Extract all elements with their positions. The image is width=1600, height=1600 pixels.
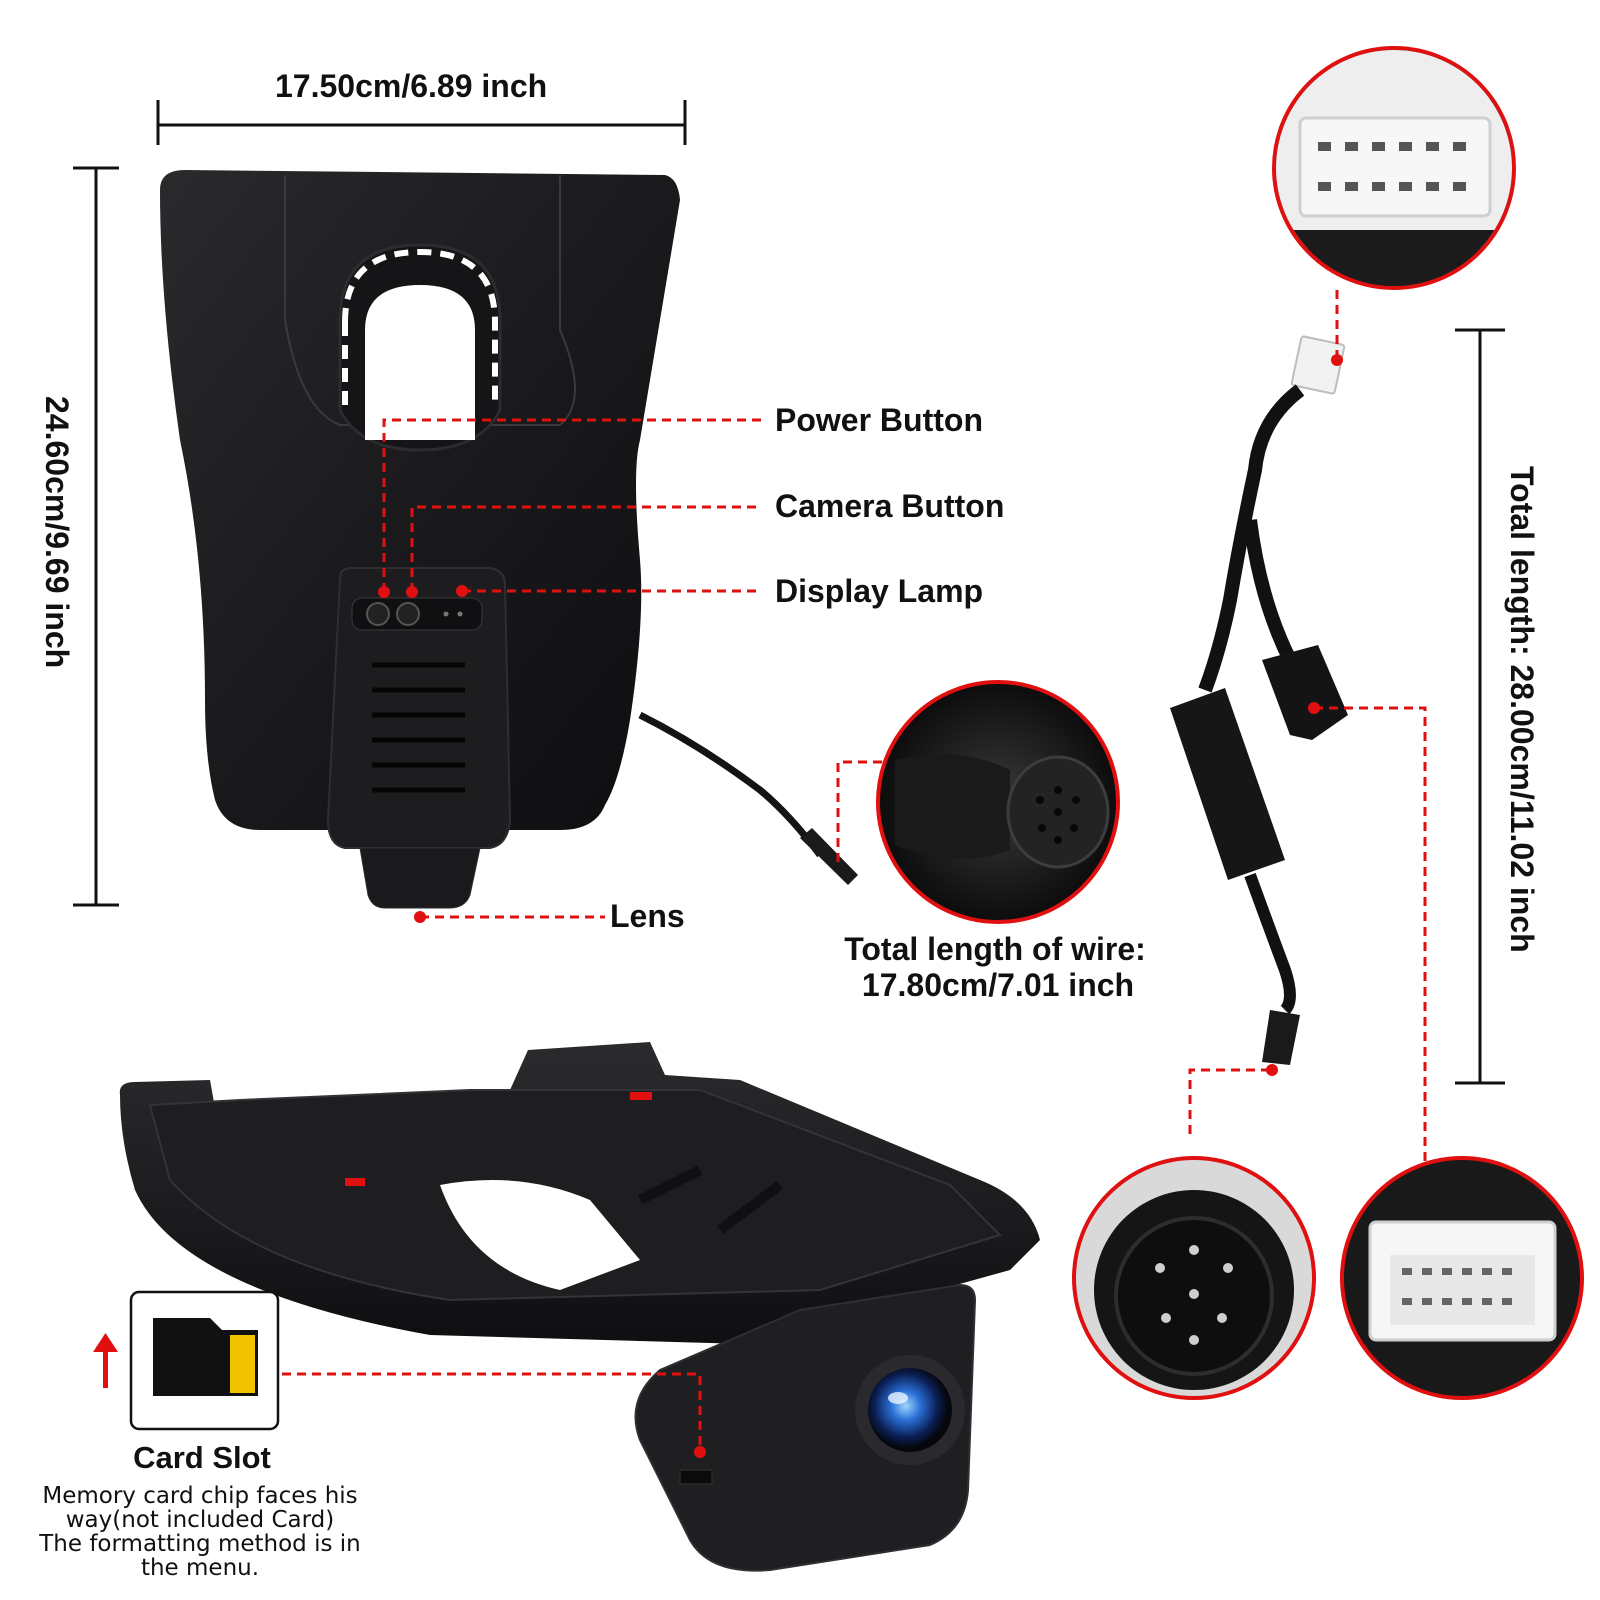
round-plug-zoom [1072,1156,1316,1400]
card-slot-title: Card Slot [133,1440,271,1475]
dashcam-rear-view [160,170,858,909]
card-note-line2: way(not included Card) [65,1507,335,1533]
wire-plug-zoom [876,680,1120,924]
callout-dots-top [378,585,468,923]
height-dimension-bar [73,166,119,907]
harness-length-label: Total length: 28.00cm/11.02 inch [1504,466,1540,953]
power-harness [1170,335,1348,1065]
lens-label: Lens [610,898,685,934]
card-note-line3: The formatting method is in [39,1531,361,1557]
dashcam-mount-base [119,1042,1040,1572]
card-slot-dot [694,1446,706,1458]
card-note-line4: the menu. [140,1555,260,1581]
wire-length-line1: Total length of wire: [844,931,1146,967]
white-socket-zoom [1340,1156,1584,1400]
callout-dots-harness [1266,354,1343,1076]
callout-lines-harness [1188,290,1427,1165]
harness-dimension-bar [1455,328,1505,1085]
wire-length-line2: 17.80cm/7.01 inch [861,967,1135,1003]
camera-button-label: Camera Button [775,488,1005,524]
callout-lines-top [382,418,895,919]
display-lamp-label: Display Lamp [775,573,984,609]
up-arrow-icon [93,1333,118,1388]
callout-lines-card [282,1372,702,1452]
height-dimension-label: 24.60cm/9.69 inch [39,396,75,669]
width-dimension-label: 17.50cm/6.89 inch [275,68,548,104]
power-button-label: Power Button [775,402,983,438]
sd-card-icon [153,1318,258,1396]
harness-plug-zoom-top [1272,46,1516,290]
width-dimension-bar [156,100,687,145]
card-note-line1: Memory card chip faces his [42,1483,358,1509]
